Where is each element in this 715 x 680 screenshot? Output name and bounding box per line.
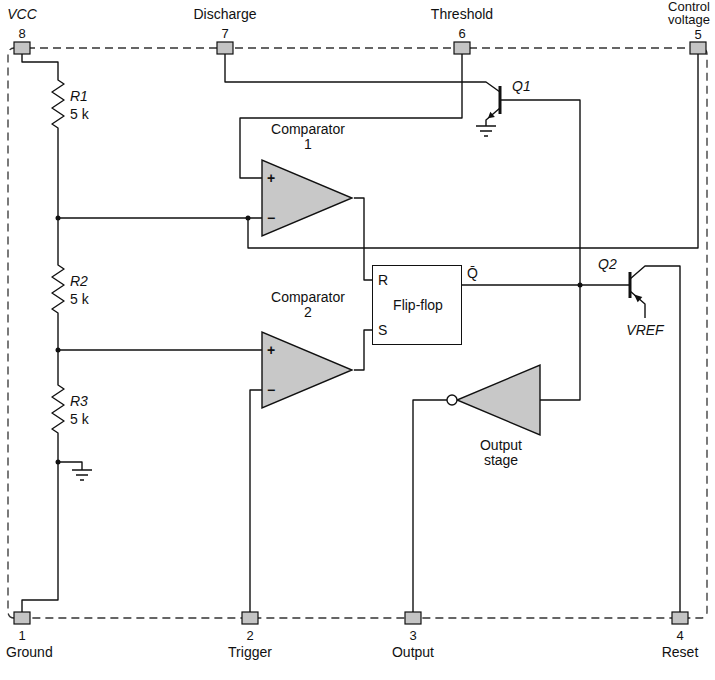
pin-pad	[672, 612, 688, 624]
junction-dot	[56, 460, 61, 465]
signal-wire	[354, 198, 372, 280]
pin-pad	[14, 612, 30, 624]
junction-dot	[246, 216, 251, 221]
pin-number: 7	[221, 26, 228, 42]
pin-name: Control voltage	[650, 0, 710, 26]
comparator-outline	[262, 332, 352, 408]
pin-number: 4	[676, 628, 683, 644]
comparator: Comparator 2	[262, 290, 354, 408]
input-sign: −	[267, 382, 275, 398]
part-name: R1	[70, 88, 88, 104]
pin-number: 2	[246, 628, 253, 644]
part-name: Q1	[512, 78, 531, 94]
divider-wire	[22, 54, 64, 612]
pin-number: 8	[18, 26, 25, 42]
junction-dot	[56, 216, 61, 221]
part-value: 5 k	[70, 291, 89, 307]
reference-wire	[58, 218, 262, 350]
flip-flop-text: Flip-flop	[373, 298, 463, 313]
flip-flop-box: RFlip-flopSQ̄	[372, 265, 462, 345]
discharge-wire	[225, 54, 500, 92]
transistor-emitter	[476, 108, 500, 136]
signal-wire	[354, 330, 372, 370]
buffer-symbol	[445, 365, 540, 435]
pin-name: Output	[392, 644, 434, 660]
part-name: R2	[70, 273, 88, 289]
pin-name: Threshold	[431, 6, 493, 22]
pin-pad	[14, 42, 30, 54]
pin-pad	[217, 42, 233, 54]
transistor-emitter	[630, 291, 645, 318]
q-bar-wire	[580, 284, 630, 285]
pin-number: 6	[458, 26, 465, 42]
comparator: Comparator 1	[262, 122, 354, 236]
flip-flop-text: R	[378, 273, 388, 288]
pin-name: VCC	[7, 6, 37, 22]
part-value: 5 k	[70, 411, 89, 427]
emitter-arrow	[488, 112, 495, 119]
pin-name: Reset	[662, 644, 699, 660]
pin-pad	[690, 42, 706, 54]
ic-housing	[8, 48, 707, 618]
pin-pad	[405, 612, 421, 624]
comparator-outline	[262, 160, 352, 236]
inversion-bubble	[447, 395, 457, 405]
input-sign: −	[267, 210, 275, 226]
transistor-base	[629, 272, 632, 298]
comparator-symbol	[262, 332, 354, 408]
pin-name: Trigger	[228, 644, 272, 660]
block-heading: Output stage	[470, 438, 532, 468]
control-wire	[248, 54, 698, 248]
flip-flop-text: S	[378, 323, 387, 338]
part-value: 5 k	[70, 106, 89, 122]
signal-name: VREF	[626, 322, 663, 338]
pin-name: Ground	[6, 644, 53, 660]
base-wire	[500, 100, 580, 285]
ground-symbol	[58, 462, 92, 480]
buffer-outline	[457, 365, 540, 435]
pin-name: Discharge	[193, 6, 256, 22]
block-heading: Comparator 1	[268, 122, 348, 152]
trigger-wire	[250, 390, 262, 612]
comparator-symbol	[262, 160, 354, 236]
output-buffer: Output stage	[445, 365, 540, 471]
output-wire	[413, 400, 447, 612]
block-heading: Comparator 2	[268, 290, 348, 320]
pin-number: 3	[409, 628, 416, 644]
input-sign: +	[267, 342, 275, 358]
pin-number: 1	[18, 628, 25, 644]
junction-dot	[56, 348, 61, 353]
pin-pad	[242, 612, 258, 624]
pin-pad	[454, 42, 470, 54]
part-name: R3	[70, 393, 88, 409]
emitter-arrow	[634, 295, 642, 303]
part-name: Q2	[598, 256, 617, 272]
flip-flop-text: Q̄	[467, 266, 478, 281]
pin-number: 5	[694, 27, 701, 43]
threshold-wire	[240, 54, 462, 178]
reset-wire	[630, 266, 680, 612]
input-sign: +	[267, 170, 275, 186]
